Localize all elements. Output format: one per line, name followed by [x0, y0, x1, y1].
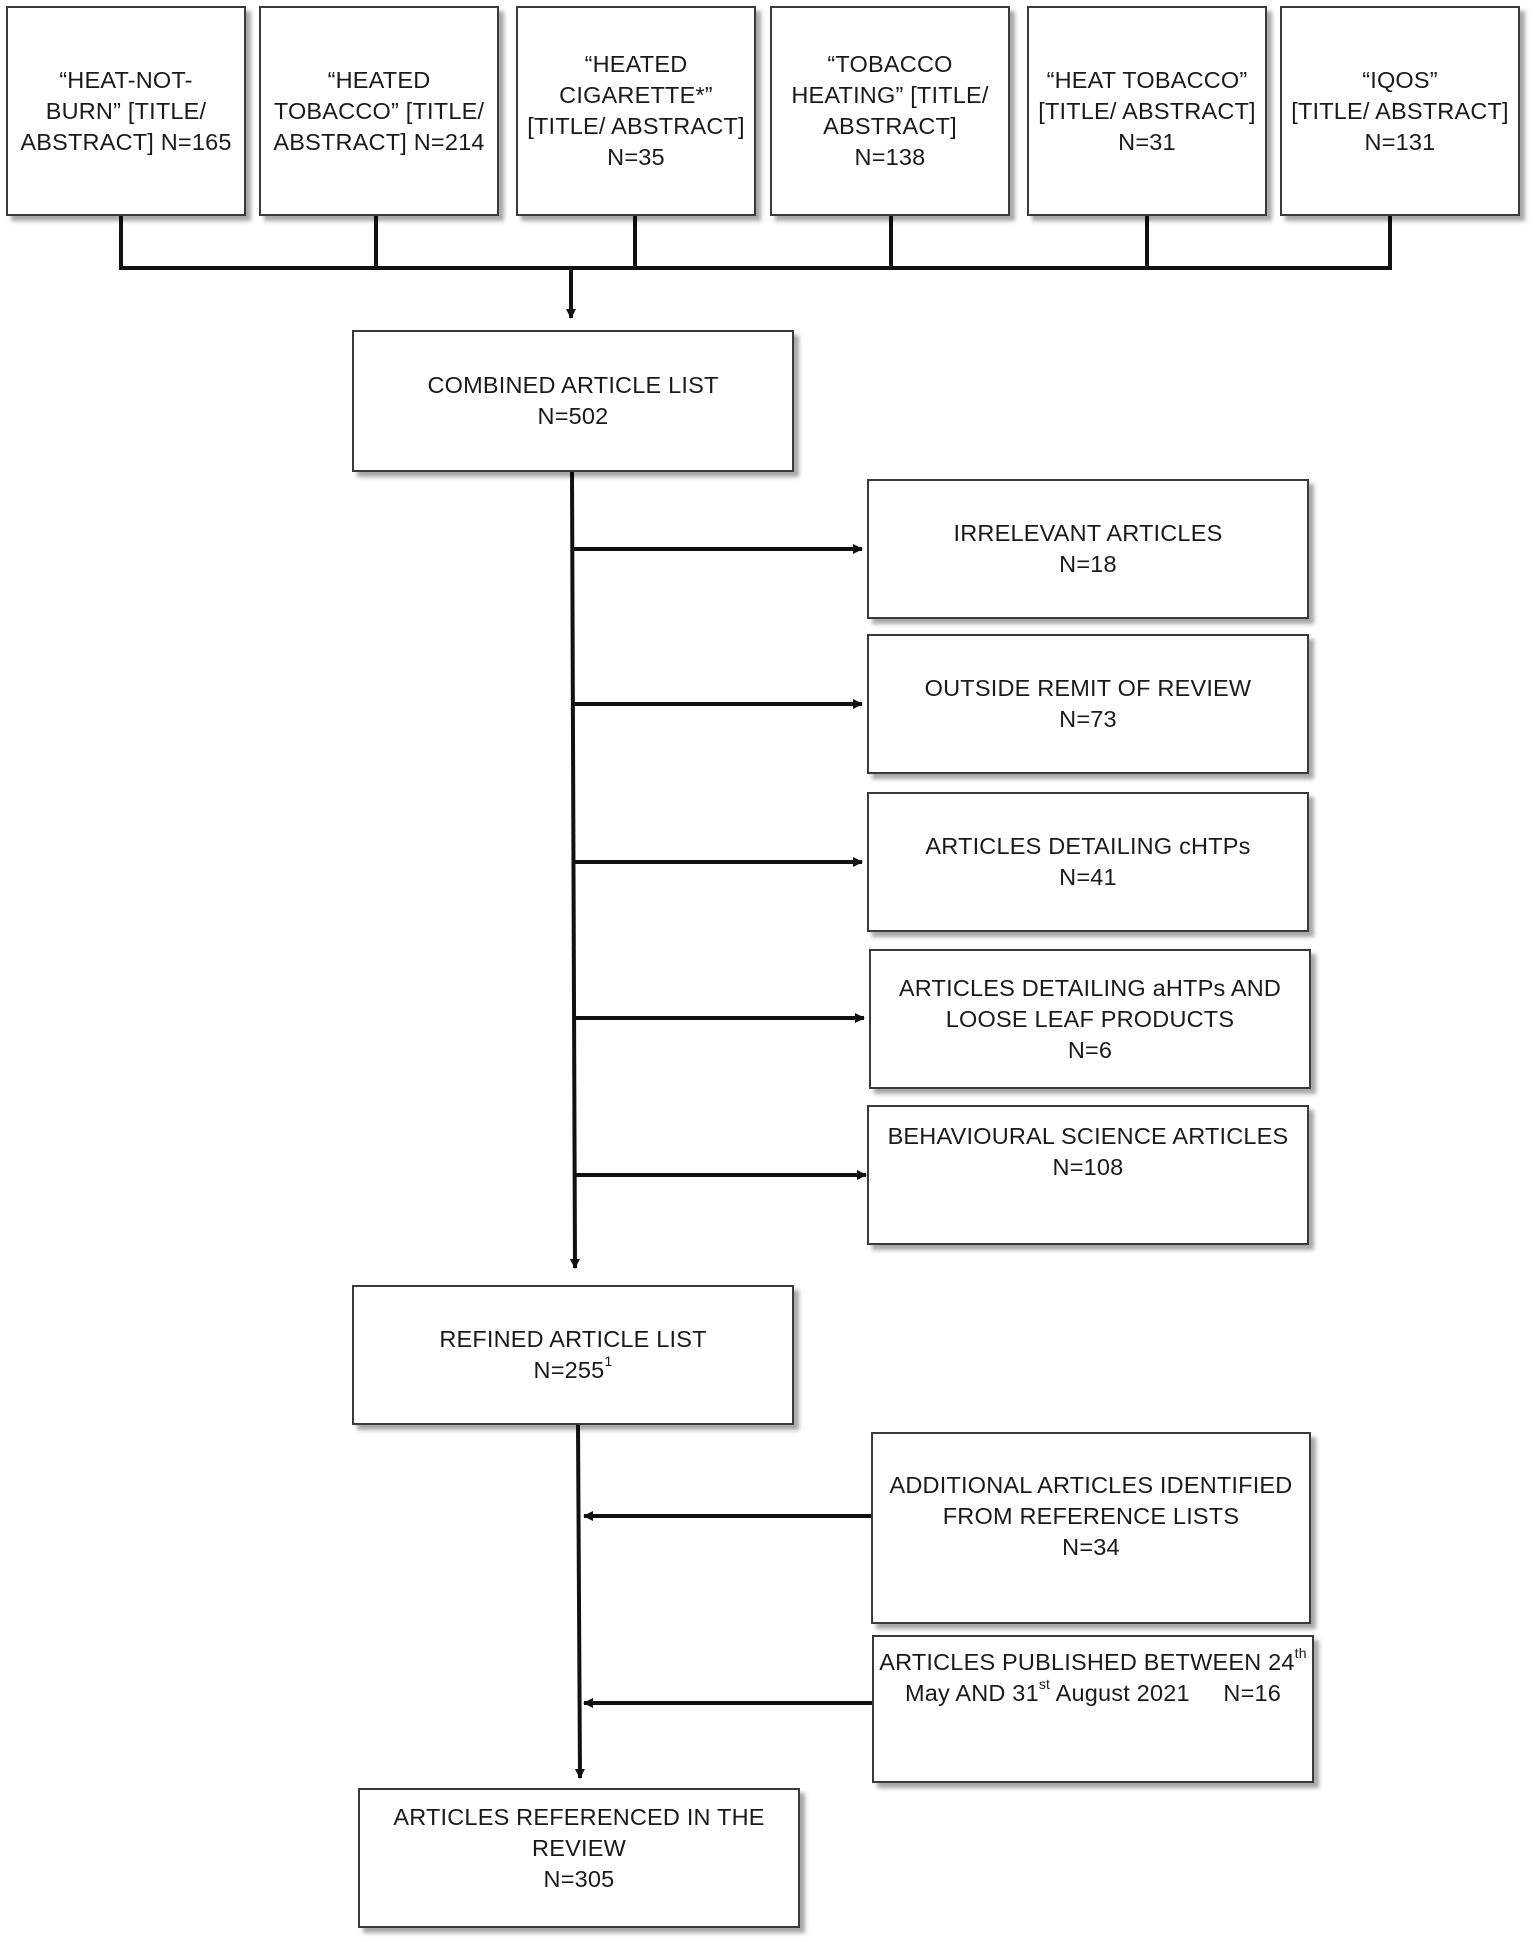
exclusion-box-behavioural: BEHAVIOURAL SCIENCE ARTICLES N=108 — [867, 1105, 1309, 1245]
search-term-4-line-3: ABSTRACT] — [823, 113, 957, 139]
published-line-1-text: ARTICLES PUBLISHED BETWEEN 24 — [879, 1649, 1295, 1675]
search-term-1-line-2: BURN” [TITLE/ — [45, 97, 207, 124]
combined-count: N=502 — [537, 403, 609, 429]
search-term-2-line-2: TOBACCO” [TITLE/ — [273, 97, 485, 124]
search-term-box-4: “TOBACCO HEATING” [TITLE/ ABSTRACT] N=13… — [770, 6, 1010, 216]
search-term-5-line-2: [TITLE/ ABSTRACT] — [1038, 97, 1256, 124]
search-term-5-line-3: N=31 — [1118, 128, 1176, 155]
exclusion-box-ahtps: ARTICLES DETAILING aHTPs AND LOOSE LEAF … — [869, 949, 1311, 1089]
exclusion-4-count: N=6 — [1067, 1036, 1113, 1063]
published-sup-th: th — [1294, 1645, 1307, 1662]
published-line-2: May AND 31st August 2021 N=16 — [904, 1676, 1282, 1709]
search-term-2-line-3: ABSTRACT] N=214 — [273, 128, 485, 155]
published-line-2b: August 2021 — [1050, 1680, 1190, 1706]
articles-referenced-box: ARTICLES REFERENCED IN THE REVIEW N=305 — [358, 1788, 800, 1928]
exclusion-box-chtps: ARTICLES DETAILING cHTPs N=41 — [867, 792, 1309, 932]
exclusion-1-count: N=18 — [1059, 551, 1117, 577]
search-term-3-line-1: “HEATED — [584, 51, 688, 77]
search-term-6-line-3: N=131 — [1364, 128, 1436, 155]
search-term-4-line-4: N=138 — [854, 144, 926, 170]
combined-label: COMBINED ARTICLE LIST — [427, 372, 719, 398]
final-count: N=305 — [543, 1866, 615, 1892]
exclusion-4-label: ARTICLES DETAILING aHTPs AND — [898, 974, 1282, 1001]
search-term-4-line-1: “TOBACCO — [827, 51, 953, 77]
published-count: N=16 — [1223, 1680, 1282, 1706]
combined-article-list-box: COMBINED ARTICLE LIST N=502 — [352, 330, 794, 472]
additional-articles-box: ADDITIONAL ARTICLES IDENTIFIED FROM REFE… — [871, 1432, 1311, 1624]
refined-count-line: N=2551 — [533, 1353, 613, 1386]
search-term-box-6: “IQOS” [TITLE/ ABSTRACT] N=131 — [1280, 6, 1520, 216]
search-term-box-2: “HEATED TOBACCO” [TITLE/ ABSTRACT] N=214 — [259, 6, 499, 216]
exclusion-box-outside-remit: OUTSIDE REMIT OF REVIEW N=73 — [867, 634, 1309, 774]
final-line-1: ARTICLES REFERENCED IN THE — [393, 1804, 765, 1830]
published-line-1: ARTICLES PUBLISHED BETWEEN 24th — [879, 1645, 1307, 1678]
search-term-box-3: “HEATED CIGARETTE*” [TITLE/ ABSTRACT] N=… — [516, 6, 756, 216]
refined-label: REFINED ARTICLE LIST — [439, 1326, 707, 1352]
exclusion-2-label: OUTSIDE REMIT OF REVIEW — [924, 675, 1252, 701]
exclusion-2-count: N=73 — [1059, 706, 1117, 732]
spine-1 — [569, 471, 580, 1269]
search-term-box-5: “HEAT TOBACCO” [TITLE/ ABSTRACT] N=31 — [1027, 6, 1267, 216]
articles-published-box: ARTICLES PUBLISHED BETWEEN 24th May AND … — [872, 1635, 1314, 1783]
refined-count: N=255 — [533, 1357, 605, 1383]
search-term-3-line-4: N=35 — [607, 144, 665, 170]
exclusion-4-label-2: LOOSE LEAF PRODUCTS — [945, 1005, 1235, 1032]
spine-2 — [574, 1424, 585, 1779]
exclusion-3-count: N=41 — [1059, 864, 1117, 890]
exclusion-3-label: ARTICLES DETAILING cHTPs — [925, 833, 1251, 859]
search-term-4-line-2: HEATING” [TITLE/ — [791, 82, 989, 108]
search-term-3-line-2: CIGARETTE*” — [559, 82, 713, 108]
additional-count: N=34 — [1062, 1534, 1120, 1560]
published-line-2a: May AND 31 — [904, 1680, 1039, 1706]
exclusion-5-label: BEHAVIOURAL SCIENCE ARTICLES — [887, 1123, 1289, 1149]
exclusion-1-label: IRRELEVANT ARTICLES — [953, 520, 1223, 546]
search-term-2-line-1: “HEATED — [327, 66, 431, 93]
search-term-3-line-3: [TITLE/ ABSTRACT] — [527, 113, 745, 139]
exclusion-5-count: N=108 — [1052, 1154, 1124, 1180]
refined-footnote-marker: 1 — [604, 1353, 613, 1370]
published-sup-st: st — [1038, 1676, 1051, 1693]
additional-line-1: ADDITIONAL ARTICLES IDENTIFIED — [889, 1472, 1293, 1498]
additional-line-2: FROM REFERENCE LISTS — [942, 1503, 1240, 1529]
final-line-2: REVIEW — [532, 1835, 626, 1861]
search-term-1-line-1: “HEAT-NOT- — [59, 66, 193, 93]
search-term-5-line-1: “HEAT TOBACCO” — [1046, 66, 1248, 93]
search-term-6-line-2: [TITLE/ ABSTRACT] — [1291, 97, 1509, 124]
search-term-1-line-3: ABSTRACT] N=165 — [20, 128, 232, 155]
refined-article-list-box: REFINED ARTICLE LIST N=2551 — [352, 1285, 794, 1425]
search-term-6-line-1: “IQOS” — [1362, 66, 1438, 93]
exclusion-box-irrelevant: IRRELEVANT ARTICLES N=18 — [867, 479, 1309, 619]
search-term-box-1: “HEAT-NOT- BURN” [TITLE/ ABSTRACT] N=165 — [6, 6, 246, 216]
